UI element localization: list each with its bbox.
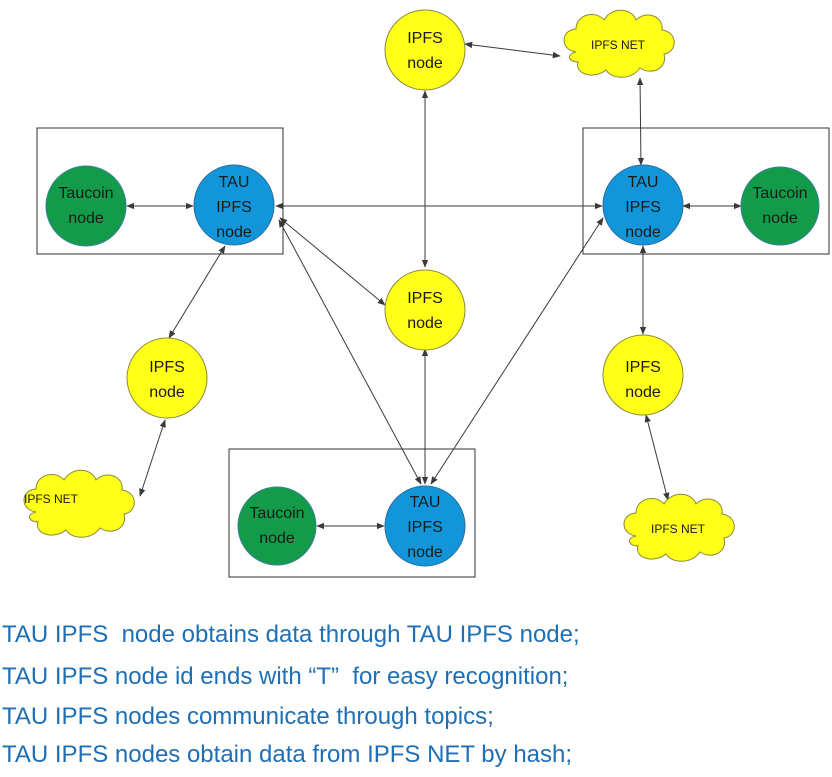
caption-line: TAU IPFS node id ends with “T” for easy … bbox=[2, 663, 569, 690]
edge-left-tau-to-bottom-tau bbox=[278, 219, 422, 485]
node-label-line1: TAU bbox=[410, 494, 441, 511]
node-label-line2: node bbox=[762, 210, 798, 227]
edge-right-tau-to-bottom-tau bbox=[430, 217, 604, 485]
edge-top-ipfs-to-cloud bbox=[464, 41, 561, 59]
cloud-label: IPFS NET bbox=[591, 38, 646, 52]
group-box-right bbox=[582, 127, 830, 255]
group-box-left bbox=[36, 127, 284, 255]
node-label-line2: node bbox=[407, 315, 443, 332]
right-taucoin-node: Taucoin node bbox=[740, 166, 820, 246]
node-label-line1: TAU bbox=[219, 174, 250, 191]
node-label-line1: Taucoin bbox=[752, 185, 807, 202]
node-label-line2: node bbox=[149, 384, 185, 401]
node-label-line3: node bbox=[625, 224, 661, 241]
cloud-label: IPFS NET bbox=[24, 492, 79, 506]
node-label-line2: node bbox=[625, 384, 661, 401]
node-label-line2: IPFS bbox=[625, 199, 661, 216]
node-label-line1: Taucoin bbox=[58, 185, 113, 202]
caption-line: TAU IPFS nodes obtain data from IPFS NET… bbox=[2, 741, 573, 768]
caption-line: TAU IPFS node obtains data through TAU I… bbox=[2, 621, 580, 648]
node-label-line2: node bbox=[259, 530, 295, 547]
right-tau-ipfs-node: TAU IPFS node bbox=[602, 164, 684, 246]
caption-line: TAU IPFS nodes communicate through topic… bbox=[2, 703, 494, 730]
bottom-taucoin-node: Taucoin node bbox=[237, 486, 317, 566]
left-taucoin-node: Taucoin node bbox=[45, 165, 127, 247]
node-label-line1: TAU bbox=[628, 174, 659, 191]
ipfs-net-cloud-left: IPFS NET bbox=[23, 469, 135, 538]
ipfs-node-top: IPFS node bbox=[384, 9, 466, 91]
node-label-line2: IPFS bbox=[407, 519, 443, 536]
cloud-label: IPFS NET bbox=[651, 522, 706, 536]
connections bbox=[126, 41, 742, 530]
node-label-line1: IPFS bbox=[407, 30, 443, 47]
node-label-line3: node bbox=[216, 224, 252, 241]
edge-right-ipfs-to-cloud bbox=[644, 414, 670, 501]
edge-left-tau-to-left-ipfs bbox=[168, 245, 226, 339]
node-label-line3: node bbox=[407, 544, 443, 561]
ipfs-node-right: IPFS node bbox=[602, 334, 684, 416]
node-label-line1: IPFS bbox=[407, 290, 443, 307]
ipfs-net-cloud-top-right: IPFS NET bbox=[563, 9, 675, 78]
network-diagram: Taucoin node TAU IPFS node TAU IPFS node… bbox=[23, 9, 830, 578]
edge-left-ipfs-to-cloud bbox=[139, 419, 166, 497]
ipfs-net-cloud-bottom-right: IPFS NET bbox=[623, 493, 735, 562]
node-label-line2: node bbox=[68, 210, 104, 227]
node-label-line1: IPFS bbox=[149, 359, 185, 376]
node-label-line1: IPFS bbox=[625, 359, 661, 376]
edge-cloud-to-right-tau bbox=[636, 77, 645, 166]
left-tau-ipfs-node: TAU IPFS node bbox=[193, 164, 275, 246]
node-label-line2: node bbox=[407, 55, 443, 72]
group-box-bottom bbox=[228, 448, 476, 578]
bottom-tau-ipfs-node: TAU IPFS node bbox=[384, 485, 466, 567]
node-label-line2: IPFS bbox=[216, 199, 252, 216]
ipfs-node-left: IPFS node bbox=[126, 337, 208, 419]
node-label-line1: Taucoin bbox=[249, 505, 304, 522]
edge-left-tau-to-middle-ipfs bbox=[279, 217, 386, 306]
ipfs-node-middle: IPFS node bbox=[384, 269, 466, 351]
